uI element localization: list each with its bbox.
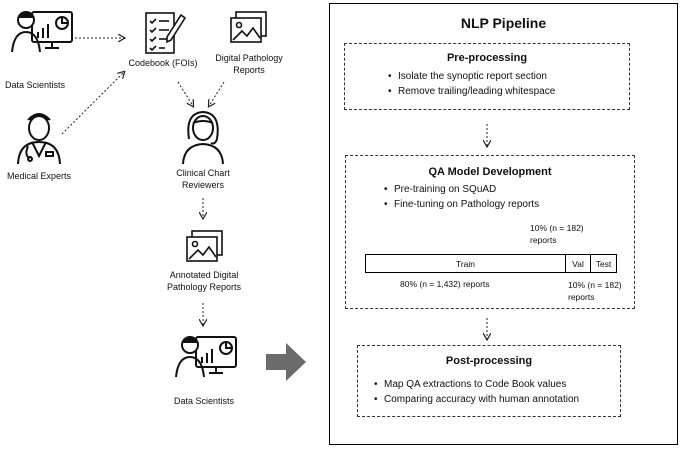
list-item: Remove trailing/leading whitespace bbox=[388, 84, 555, 99]
reviewer-icon bbox=[182, 110, 224, 165]
qa-model-list: Pre-training on SQuAD Fine-tuning on Pat… bbox=[384, 182, 539, 212]
postprocessing-list: Map QA extractions to Code Book values C… bbox=[374, 377, 579, 407]
codebook-label: Codebook (FOIs) bbox=[128, 58, 198, 68]
medical-experts-label: Medical Experts bbox=[6, 171, 72, 181]
data-scientists-bottom-label: Data Scientists bbox=[173, 396, 235, 406]
codebook-icon bbox=[145, 12, 187, 54]
pipeline-title: NLP Pipeline bbox=[460, 15, 547, 31]
test-note: 10% (n = 182) reports bbox=[568, 280, 622, 302]
val-note: 10% (n = 182) reports bbox=[530, 223, 584, 245]
list-item: Comparing accuracy with human annotation bbox=[374, 392, 579, 407]
arrow-experts-to-codebook bbox=[61, 72, 124, 135]
clinical-chart-reviewers-label: Clinical Chart Reviewers bbox=[176, 168, 230, 190]
digital-pathology-reports-label: Digital Pathology Reports bbox=[215, 53, 283, 75]
big-arrow-icon bbox=[266, 343, 306, 381]
annotated-reports-label: Annotated Digital Pathology Reports bbox=[166, 270, 242, 292]
postprocessing-box: Post-processing Map QA extractions to Co… bbox=[357, 345, 621, 417]
split-segment-train: Train bbox=[366, 255, 566, 272]
image-report-icon bbox=[230, 11, 267, 43]
nlp-pipeline-panel bbox=[329, 3, 678, 445]
split-segment-val: Val bbox=[566, 255, 591, 272]
list-item: Map QA extractions to Code Book values bbox=[374, 377, 579, 392]
arrow-reports-to-reviewers bbox=[209, 81, 225, 106]
preprocessing-title: Pre-processing bbox=[446, 52, 528, 64]
split-segment-test: Test bbox=[595, 258, 612, 269]
postprocessing-title: Post-processing bbox=[445, 355, 533, 367]
data-scientist-icon bbox=[11, 11, 73, 53]
preprocessing-list: Isolate the synoptic report section Remo… bbox=[388, 69, 555, 99]
list-item: Pre-training on SQuAD bbox=[384, 182, 539, 197]
data-scientists-top-label: Data Scientists bbox=[4, 80, 66, 90]
train-note: 80% (n = 1,432) reports bbox=[400, 279, 490, 289]
arrow-codebook-to-reviewers bbox=[177, 81, 193, 106]
list-item: Fine-tuning on Pathology reports bbox=[384, 197, 539, 212]
qa-model-title: QA Model Development bbox=[428, 166, 552, 178]
qa-model-box: QA Model Development Pre-training on SQu… bbox=[345, 155, 635, 309]
preprocessing-box: Pre-processing Isolate the synoptic repo… bbox=[344, 43, 630, 110]
data-scientist-icon bbox=[175, 336, 237, 378]
split-bar: Train Val Test bbox=[365, 254, 617, 273]
list-item: Isolate the synoptic report section bbox=[388, 69, 555, 84]
medical-expert-icon bbox=[17, 113, 61, 165]
annotated-report-icon bbox=[186, 230, 223, 262]
